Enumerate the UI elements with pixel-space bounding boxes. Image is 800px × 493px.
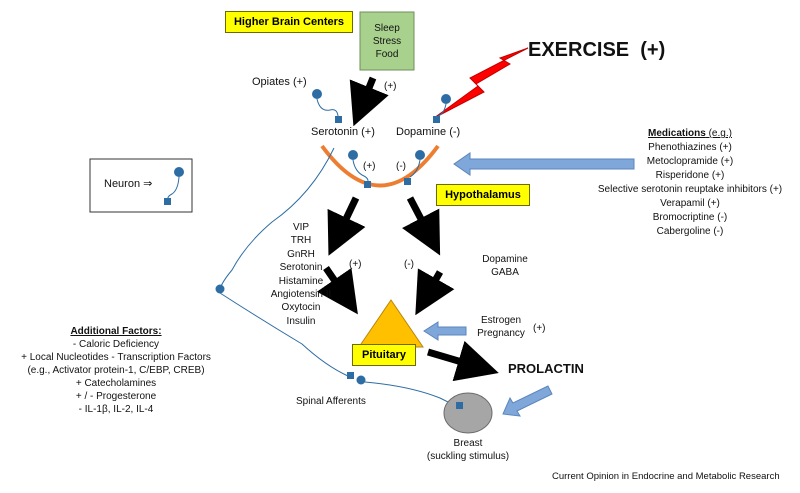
source-credit: Current Opinion in Endocrine and Metabol… xyxy=(552,471,780,482)
serotonin-label: Serotonin (+) xyxy=(311,126,375,138)
dopamine-neuron-icon xyxy=(433,94,451,123)
additional-factors-title: Additional Factors: xyxy=(70,326,162,337)
spinal-afferents-label: Spinal Afferents xyxy=(296,396,366,407)
signal-item: Dopamine xyxy=(482,254,528,265)
medications-arrow xyxy=(453,152,635,176)
sleep-label: Sleep xyxy=(374,23,400,34)
dopamine-label: Dopamine (-) xyxy=(396,126,461,138)
factor-item: + / - Progesterone xyxy=(75,391,157,402)
medications-title-text: Medications xyxy=(648,128,706,139)
breast-caption: Breast (suckling stimulus) xyxy=(418,437,518,463)
hypo-minus-sign: (-) xyxy=(396,161,406,172)
hypothalamus-box: Hypothalamus xyxy=(436,184,530,206)
arrow-right-to-pituitary xyxy=(415,268,455,316)
signal-item: Serotonin xyxy=(279,262,323,274)
additional-factors-list: Additional Factors: - Caloric Deficiency… xyxy=(8,325,224,416)
neuron-legend-label: Neuron ⇒ xyxy=(104,177,152,191)
estrogen-label: Estrogen xyxy=(480,315,522,326)
pituitary-label: Pituitary xyxy=(361,349,406,361)
dopamine-hypo-neuron-icon xyxy=(404,150,425,185)
medication-item: Phenothiazines (+) xyxy=(648,142,732,153)
opiates-neuron-icon xyxy=(312,89,342,123)
signal-item: Angiotensin II xyxy=(270,289,332,301)
pregnancy-label: Pregnancy xyxy=(477,328,525,339)
arrow-hypo-left xyxy=(327,196,366,256)
factor-item: - IL-1β, IL-2, IL-4 xyxy=(78,404,154,415)
factor-item: + Catecholamines xyxy=(75,378,157,389)
factor-item: + Local Nucleotides - Transcription Fact… xyxy=(21,352,211,363)
breast-label: Breast xyxy=(453,438,483,449)
breast-nerve-ending xyxy=(456,402,463,409)
lightning-bolt-icon xyxy=(433,47,529,119)
factor-item: - Caloric Deficiency xyxy=(72,339,160,350)
arrow-sleep-to-serotonin xyxy=(349,76,389,127)
serotonin-hypo-neuron-icon xyxy=(348,150,371,188)
hypothalamus-arc xyxy=(320,144,440,188)
left-sign: (+) xyxy=(349,259,362,270)
opiates-label: Opiates (+) xyxy=(252,76,307,88)
medication-item: Bromocriptine (-) xyxy=(652,212,728,223)
medication-item: Metoclopramide (+) xyxy=(646,156,734,167)
suckling-label: (suckling stimulus) xyxy=(426,451,510,462)
signal-item: Histamine xyxy=(278,275,324,287)
medication-item: Verapamil (+) xyxy=(660,198,720,209)
pituitary-box: Pituitary xyxy=(352,344,416,366)
sleep-stress-food-box xyxy=(359,11,415,71)
estrogen-arrow xyxy=(423,321,467,341)
hypothalamus-label: Hypothalamus xyxy=(445,189,521,201)
medications-list: Medications (e.g.) Phenothiazines (+) Me… xyxy=(590,127,790,239)
signal-item: Insulin xyxy=(286,315,316,327)
sleep-stress-food-text: Sleep Stress Food xyxy=(360,22,414,61)
higher-brain-centers-label: Higher Brain Centers xyxy=(233,16,345,28)
signal-item: TRH xyxy=(290,235,312,247)
prolactin-label: PROLACTIN xyxy=(508,361,584,376)
medication-item: Cabergoline (-) xyxy=(656,226,724,237)
spinal-afferent-pathway xyxy=(215,147,461,409)
sleep-sign: (+) xyxy=(384,81,397,92)
medications-title: Medications (e.g.) xyxy=(590,127,790,141)
right-arrow-icon: ⇒ xyxy=(143,177,153,190)
right-signals-list: Dopamine GABA xyxy=(470,253,540,279)
signal-item: Oxytocin xyxy=(281,302,321,314)
higher-brain-centers-box: Higher Brain Centers xyxy=(225,11,353,33)
pituitary-triangle xyxy=(358,299,424,348)
hypo-plus-sign: (+) xyxy=(363,161,376,172)
neuron-legend-box xyxy=(89,158,193,213)
left-signals-list: VIP TRH GnRH Serotonin Histamine Angiote… xyxy=(262,221,340,328)
medication-item: Selective serotonin reuptake inhibitors … xyxy=(597,184,783,195)
right-sign: (-) xyxy=(404,259,414,270)
signal-item: VIP xyxy=(292,222,310,233)
arrow-hypo-right xyxy=(402,196,441,256)
signal-item: GABA xyxy=(491,267,519,278)
stress-label: Stress xyxy=(372,36,402,47)
exercise-label: EXERCISE (+) xyxy=(528,39,666,61)
signal-item: GnRH xyxy=(287,248,315,260)
medications-title-suffix: (e.g.) xyxy=(705,128,732,139)
medication-item: Risperidone (+) xyxy=(655,170,725,181)
arrow-left-to-pituitary xyxy=(316,266,358,315)
factor-item: (e.g., Activator protein-1, C/EBP, CREB) xyxy=(27,365,205,376)
estrogen-pregnancy: Estrogen Pregnancy xyxy=(470,314,532,340)
food-label: Food xyxy=(375,49,399,60)
breast-ellipse xyxy=(443,392,493,434)
estrogen-sign: (+) xyxy=(533,323,546,334)
prolactin-to-breast-arrow xyxy=(502,385,553,417)
legend-neuron-icon xyxy=(164,167,184,205)
arrow-pituitary-to-prolactin xyxy=(427,340,499,382)
neuron-legend-text: Neuron xyxy=(104,178,141,190)
